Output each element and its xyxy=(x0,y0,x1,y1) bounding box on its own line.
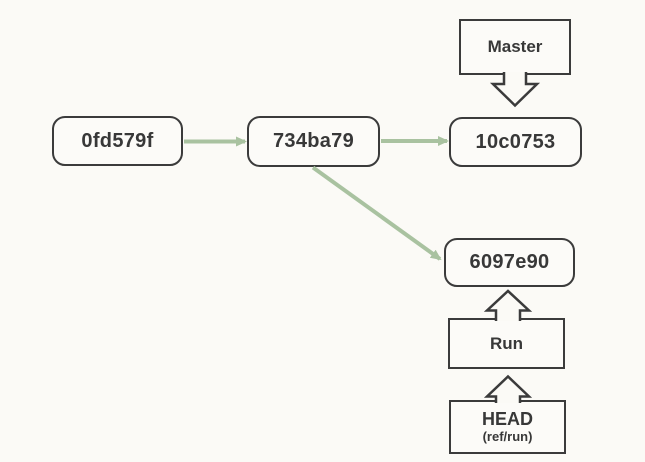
ref-label-head-text: HEAD xyxy=(481,409,533,430)
branch-label-master-text: Master xyxy=(487,37,543,56)
commit-hash-text: 6097e90 xyxy=(469,251,550,273)
edge-arrow-734ba79-to-6097e90 xyxy=(311,165,442,261)
commit-node-6097e90: 6097e90 xyxy=(444,238,575,287)
commit-node-10c0753: 10c0753 xyxy=(449,117,582,167)
ref-label-run: Run xyxy=(448,318,565,369)
commit-hash-text: 734ba79 xyxy=(272,130,355,152)
hollow-up-arrow-run xyxy=(483,289,533,321)
ref-label-head: HEAD (ref/run) xyxy=(449,400,566,454)
commit-hash-text: 0fd579f xyxy=(81,129,154,152)
commit-node-734ba79: 734ba79 xyxy=(247,116,380,167)
ref-label-run-text: Run xyxy=(489,333,524,353)
branch-label-master: Master xyxy=(459,19,571,75)
ref-label-head-subtext: (ref/run) xyxy=(482,428,533,444)
hollow-down-arrow-master xyxy=(489,72,541,108)
commit-hash-text: 10c0753 xyxy=(475,130,556,153)
commit-node-0fd579f: 0fd579f xyxy=(52,116,183,166)
